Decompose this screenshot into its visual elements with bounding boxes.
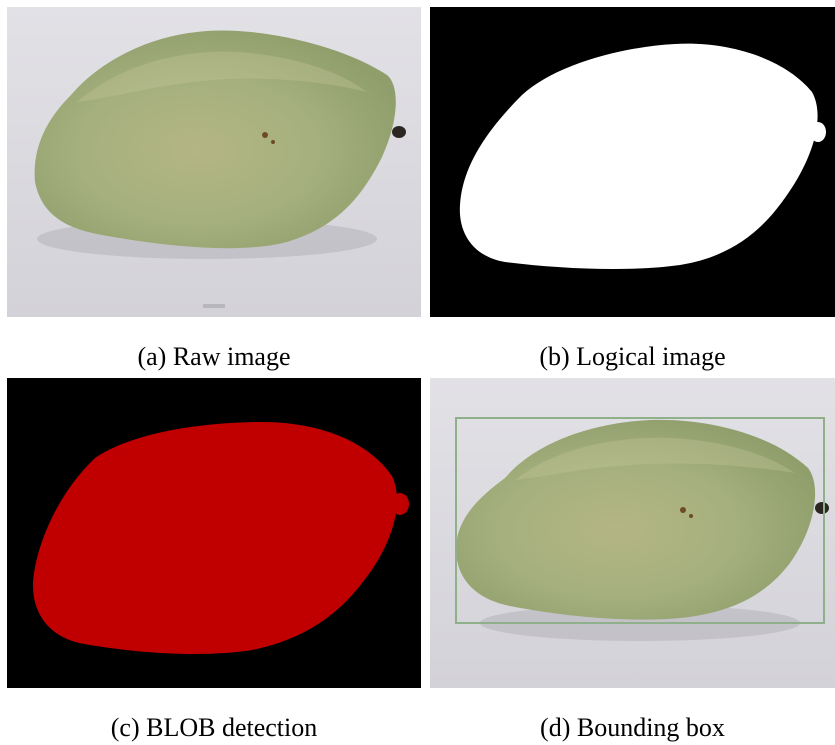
caption-raw-image: (a) Raw image xyxy=(7,342,421,372)
caption-blob-detection: (c) BLOB detection xyxy=(7,713,421,743)
logical-image-panel xyxy=(430,7,835,317)
raw-mango-photo xyxy=(7,7,421,317)
caption-logical-image: (b) Logical image xyxy=(430,342,835,372)
bounding-box-panel xyxy=(430,378,835,688)
caption-bounding-box: (d) Bounding box xyxy=(430,713,835,743)
binary-mask xyxy=(430,7,835,317)
mango-with-bounding-box xyxy=(430,378,835,688)
label-sticker xyxy=(203,304,225,308)
blob-mask xyxy=(7,378,421,688)
raw-image-panel xyxy=(7,7,421,317)
blob-detection-panel xyxy=(7,378,421,688)
